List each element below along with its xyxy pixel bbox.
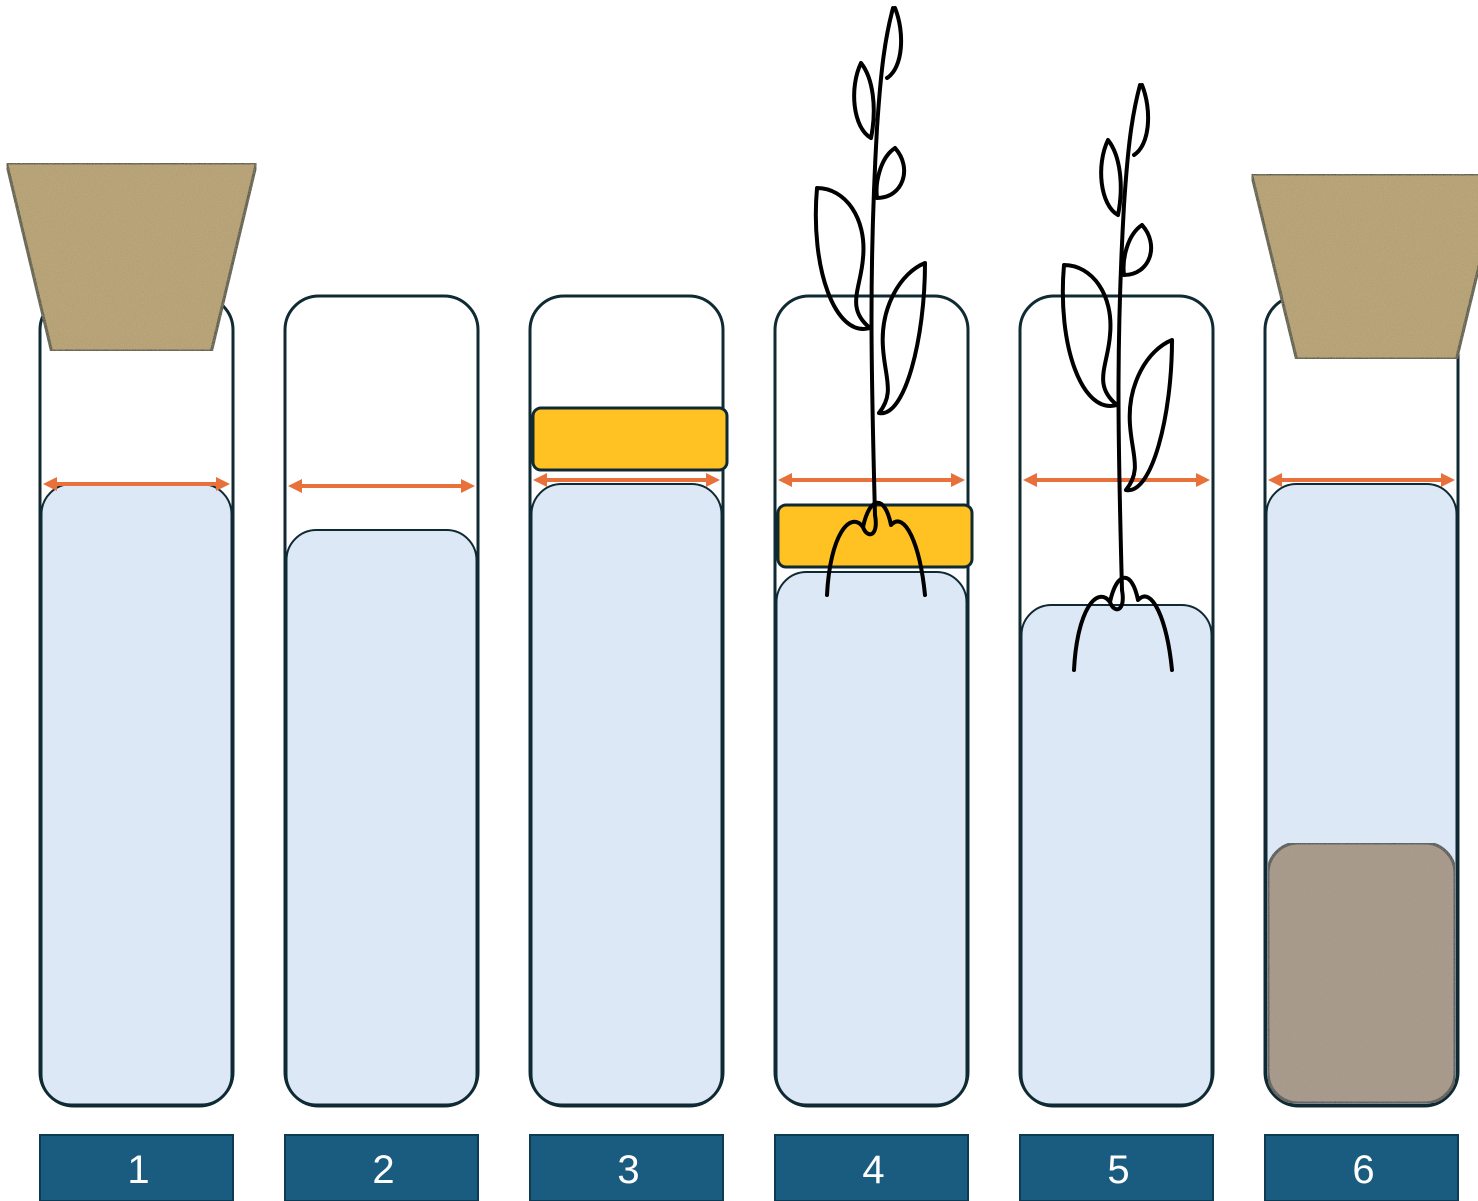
plant-leaf (874, 146, 906, 200)
tube-number: 6 (1352, 1148, 1374, 1192)
tube-label-box (1264, 1134, 1459, 1201)
tube-label-box (39, 1134, 234, 1201)
tube-label-box (284, 1134, 479, 1201)
tube-6 (1249, 172, 1478, 1108)
plant-root-curl (1108, 588, 1125, 612)
arrow-head-left (288, 479, 302, 493)
plant-stem (869, 6, 895, 517)
arrow-head-right (951, 473, 965, 487)
plant-leaf (1099, 138, 1123, 217)
arrow-head-left (1268, 473, 1282, 487)
tube-1 (4, 161, 259, 1108)
tube-label-box (529, 1134, 724, 1201)
water-column (40, 483, 233, 1106)
tube-number: 5 (1107, 1148, 1129, 1192)
arrow-head-right (461, 479, 475, 493)
tube-label-4: 4 (774, 1134, 969, 1201)
tube-label-1: 1 (39, 1134, 234, 1201)
tube-number: 3 (617, 1148, 639, 1192)
tube-label-box (774, 1134, 969, 1201)
arrow-head-left (778, 473, 792, 487)
plant-roots (825, 500, 927, 597)
oil-layer (531, 406, 729, 472)
arrow-head-right (1196, 473, 1210, 487)
plant-leaf (1132, 83, 1151, 157)
arrow-head-right (1441, 473, 1455, 487)
water-column (285, 529, 478, 1106)
plant-roots (1072, 575, 1174, 672)
arrow-head-left (533, 473, 547, 487)
water-column (1020, 604, 1213, 1106)
tube-label-3: 3 (529, 1134, 724, 1201)
arrow-head-right (216, 477, 230, 491)
cork-stopper (1249, 172, 1478, 361)
plant-leaf (1121, 223, 1153, 277)
plant-stem (1116, 83, 1142, 592)
plant-leaf (813, 186, 872, 331)
tube-4 (773, 6, 974, 1108)
tube-label-box (1019, 1134, 1214, 1201)
sand-layer (1266, 841, 1457, 1105)
plant-leaf (885, 6, 904, 80)
plant-leaf (1060, 263, 1119, 408)
plant-root-curl (861, 513, 878, 537)
arrow-head-left (43, 477, 57, 491)
tube-label-6: 6 (1264, 1134, 1459, 1201)
tube-5 (1018, 83, 1215, 1108)
plant-leaf (852, 61, 876, 140)
tube-3 (528, 294, 729, 1108)
tube-number: 2 (372, 1148, 394, 1192)
plant-leaf (1124, 338, 1174, 493)
tube-label-2: 2 (284, 1134, 479, 1201)
tube-label-5: 5 (1019, 1134, 1214, 1201)
plant-leaf (877, 261, 927, 416)
tube-2 (283, 294, 480, 1108)
water-column (775, 571, 968, 1106)
arrow-head-left (1023, 473, 1037, 487)
cork-stopper (4, 161, 259, 353)
water-column (530, 483, 723, 1106)
tube-number: 1 (127, 1148, 149, 1192)
tube-number: 4 (862, 1148, 884, 1192)
arrow-head-right (706, 473, 720, 487)
